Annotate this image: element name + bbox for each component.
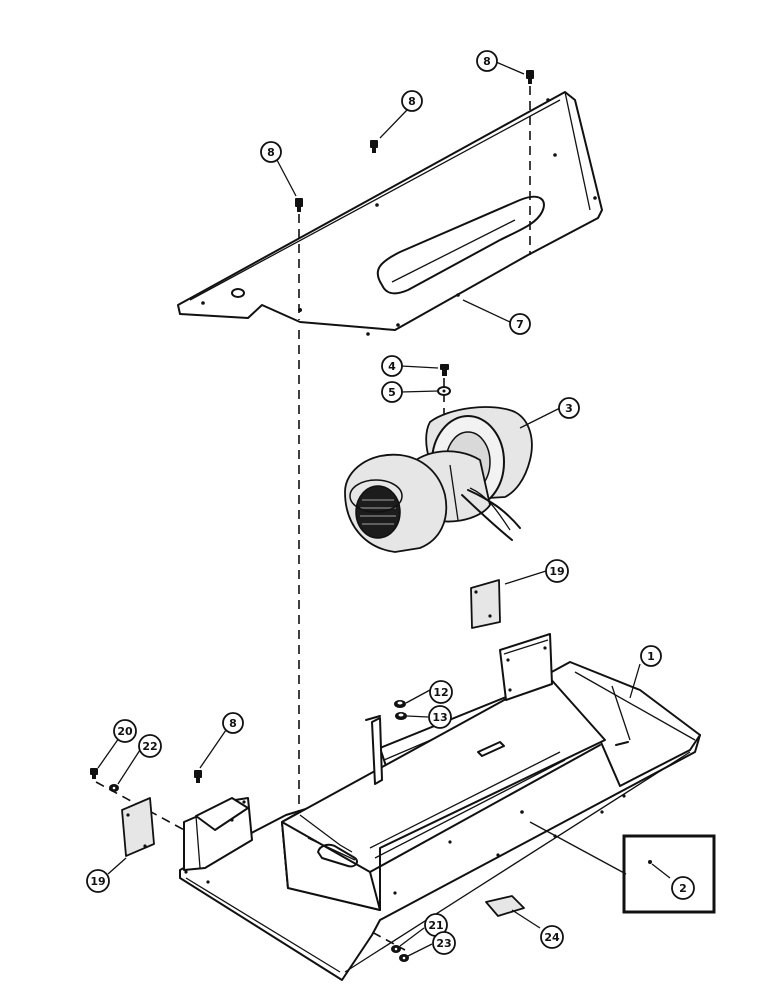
- callout-1: 1: [640, 645, 662, 667]
- svg-text:5: 5: [388, 386, 396, 399]
- callout-8-top-left: 8: [260, 141, 282, 163]
- svg-text:20: 20: [117, 725, 133, 738]
- screw-8-top-left: [295, 198, 303, 212]
- svg-text:19: 19: [90, 875, 105, 888]
- callout-21: 21: [424, 913, 448, 937]
- svg-text:2: 2: [679, 882, 687, 895]
- blower-assembly: [344, 406, 533, 553]
- nut-12: [394, 700, 406, 708]
- callout-19-left: 19: [86, 869, 110, 893]
- svg-text:7: 7: [516, 318, 524, 331]
- screw-8-lower: [194, 770, 202, 783]
- callout-5: 5: [381, 381, 403, 403]
- svg-text:21: 21: [428, 919, 443, 932]
- callout-12: 12: [429, 680, 453, 704]
- callout-8-lower: 8: [222, 712, 244, 734]
- washer-13: [395, 712, 407, 720]
- top-cover-plate: [177, 91, 603, 336]
- svg-text:8: 8: [408, 95, 416, 108]
- callout-23: 23: [432, 931, 456, 955]
- screw-8-top-mid: [370, 140, 378, 153]
- callout-8-top-mid: 8: [401, 90, 423, 112]
- svg-text:8: 8: [229, 717, 237, 730]
- svg-text:24: 24: [544, 931, 560, 944]
- washer-5: [437, 386, 451, 396]
- callout-19-right: 19: [545, 559, 569, 583]
- callout-3: 3: [558, 397, 580, 419]
- decal-24: [485, 895, 525, 917]
- callout-4: 4: [381, 355, 403, 377]
- callout-7: 7: [509, 313, 531, 335]
- callout-8-top-right: 8: [476, 50, 498, 72]
- svg-text:13: 13: [432, 711, 447, 724]
- svg-text:12: 12: [433, 686, 448, 699]
- svg-text:4: 4: [388, 360, 396, 373]
- screw-8-top-right: [526, 70, 534, 84]
- nut-23: [399, 954, 409, 962]
- callout-20: 20: [113, 719, 137, 743]
- svg-text:8: 8: [483, 55, 491, 68]
- leader-lines: [97, 61, 641, 957]
- screw-4: [440, 364, 449, 376]
- svg-text:23: 23: [436, 937, 451, 950]
- callout-2: 2: [671, 876, 695, 900]
- svg-text:3: 3: [565, 402, 573, 415]
- callout-24: 24: [540, 925, 564, 949]
- gasket-19-left: [121, 797, 155, 857]
- washer-21: [391, 945, 401, 953]
- washer-22: [109, 784, 119, 792]
- base-housing: [179, 633, 701, 981]
- screw-20: [90, 768, 98, 779]
- gasket-19-right: [470, 579, 501, 629]
- svg-text:1: 1: [647, 650, 655, 663]
- svg-text:22: 22: [142, 740, 157, 753]
- callout-22: 22: [138, 734, 162, 758]
- callout-13: 13: [428, 705, 452, 729]
- svg-text:19: 19: [549, 565, 564, 578]
- svg-text:8: 8: [267, 146, 275, 159]
- detail-box-item-2: [529, 821, 716, 914]
